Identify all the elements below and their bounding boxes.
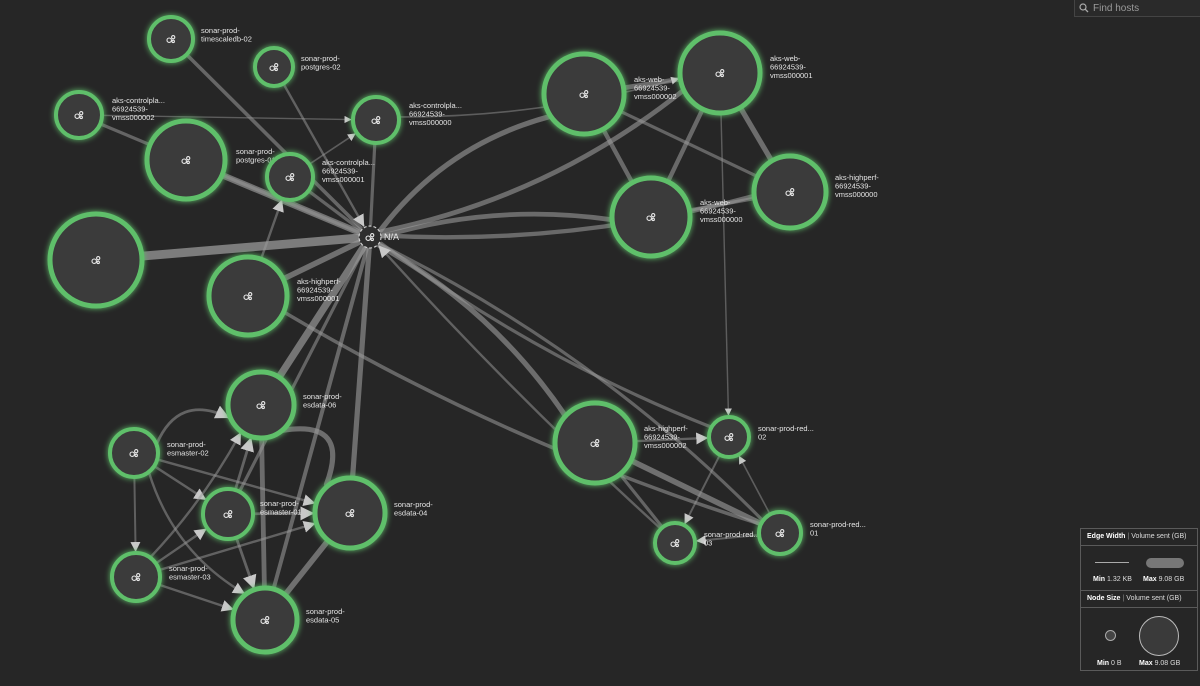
host-node-hp1[interactable]: aks-highperf-66924539-vmss000001: [209, 257, 341, 335]
host-node-label: sonar-prod-postgres-02: [301, 54, 341, 72]
edge-esm2-to-esm3[interactable]: [134, 477, 135, 551]
legend-panel: Edge Width|Volume sent (GB) Min 1.32 KB …: [1080, 528, 1198, 671]
edge-web1-to-hp0[interactable]: [740, 107, 770, 159]
host-node-label: sonar-prod-postgres-01: [236, 147, 276, 165]
host-node-web1[interactable]: aks-web-66924539-vmss000001: [680, 33, 813, 113]
node-size-header: Node Size|Volume sent (GB): [1081, 591, 1197, 608]
edge-web1-to-red2[interactable]: [721, 113, 728, 415]
host-node-es5[interactable]: sonar-prod-esdata-05: [233, 588, 345, 652]
host-node-web2[interactable]: aks-web-66924539-vmss000002: [544, 54, 677, 134]
node-min-caption: Min 0 B: [1097, 660, 1122, 667]
host-node-label: aks-controlpla...66924539-vmss000001: [322, 158, 375, 184]
edge-web0-to-na[interactable]: [383, 214, 612, 236]
host-node-red1[interactable]: sonar-prod-red...01: [759, 512, 866, 554]
host-node-postgres02[interactable]: sonar-prod-postgres-02: [255, 48, 341, 86]
edge-width-header: Edge Width|Volume sent (GB): [1081, 529, 1197, 546]
host-node-label: aks-web-66924539-vmss000001: [770, 54, 813, 80]
host-node-timescaledb[interactable]: sonar-prod-timescaledb-02: [149, 17, 252, 61]
host-node-label: sonar-prod-red...02: [758, 424, 814, 442]
edge-width-title: Edge Width: [1087, 533, 1125, 540]
edge-es4-to-es5[interactable]: [286, 540, 328, 593]
edge-red1-to-red2[interactable]: [739, 456, 770, 514]
search-icon: [1079, 3, 1089, 13]
node-min-sample: [1105, 630, 1116, 641]
node-max-sample: [1139, 616, 1179, 656]
host-node-label: sonar-prod-red...03: [704, 530, 760, 548]
node-na-label: N/A: [384, 232, 399, 242]
host-node-label: sonar-prod-esmaster-01: [260, 499, 302, 517]
edge-hp1-to-ctrl1[interactable]: [261, 201, 282, 260]
edge-hp2-to-na[interactable]: [380, 246, 566, 416]
host-node-es4[interactable]: sonar-prod-esdata-04: [315, 478, 433, 548]
nodes-layer: N/A sonar-prod-timescaledb-02 sonar-prod-p…: [50, 17, 879, 652]
host-node-label: sonar-prod-esdata-06: [303, 392, 342, 410]
host-node-hp0[interactable]: aks-highperf-66924539-vmss000000: [754, 156, 879, 228]
edge-es6-to-es4[interactable]: [282, 429, 333, 485]
search-input[interactable]: [1093, 3, 1193, 14]
host-node-red2[interactable]: sonar-prod-red...02: [709, 417, 814, 457]
edge-min-sample: [1095, 562, 1129, 563]
host-node-label: sonar-prod-esdata-04: [394, 500, 433, 518]
host-node-hp2[interactable]: aks-highperf-66924539-vmss000002: [555, 403, 688, 483]
edge-width-scale: Min 1.32 KB Max 9.08 GB: [1081, 546, 1197, 591]
host-node-label: aks-highperf-66924539-vmss000002: [644, 424, 688, 450]
node-size-scale: Min 0 B Max 9.08 GB: [1081, 608, 1197, 686]
node-max-caption: Max 9.08 GB: [1139, 660, 1180, 667]
host-node-big[interactable]: [50, 214, 142, 306]
edge-max-sample: [1146, 558, 1184, 568]
edge-width-metric: Volume sent (GB): [1131, 533, 1186, 540]
host-node-label: sonar-prod-esdata-05: [306, 607, 345, 625]
host-node-red3[interactable]: sonar-prod-red...03: [655, 523, 760, 563]
edge-ctrl0-to-na[interactable]: [371, 143, 375, 224]
host-node-label: sonar-prod-esmaster-02: [167, 440, 209, 458]
host-node-label: sonar-prod-timescaledb-02: [201, 26, 252, 44]
host-node-ctrl0[interactable]: aks-controlpla...66924539-vmss000000: [353, 97, 462, 143]
host-node-label: aks-controlpla...66924539-vmss000000: [409, 101, 462, 127]
edge-max-caption: Max 9.08 GB: [1143, 576, 1184, 583]
find-hosts-search[interactable]: [1074, 0, 1200, 17]
node-size-title: Node Size: [1087, 595, 1120, 602]
edge-esm3-to-es5[interactable]: [159, 585, 233, 610]
host-node-label: sonar-prod-red...01: [810, 520, 866, 538]
host-node-es6[interactable]: sonar-prod-esdata-06: [228, 372, 342, 438]
node-size-metric: Volume sent (GB): [1126, 595, 1181, 602]
host-node-label: sonar-prod-esmaster-03: [169, 564, 211, 582]
host-node-label: aks-controlpla...66924539-vmss000002: [112, 96, 165, 122]
host-node-label: aks-highperf-66924539-vmss000000: [835, 173, 879, 199]
edge-big-to-na[interactable]: [142, 238, 357, 256]
edge-web1-to-web0[interactable]: [669, 109, 703, 180]
edge-min-caption: Min 1.32 KB: [1093, 576, 1132, 583]
host-node-ctrl1[interactable]: aks-controlpla...66924539-vmss000001: [267, 154, 375, 200]
